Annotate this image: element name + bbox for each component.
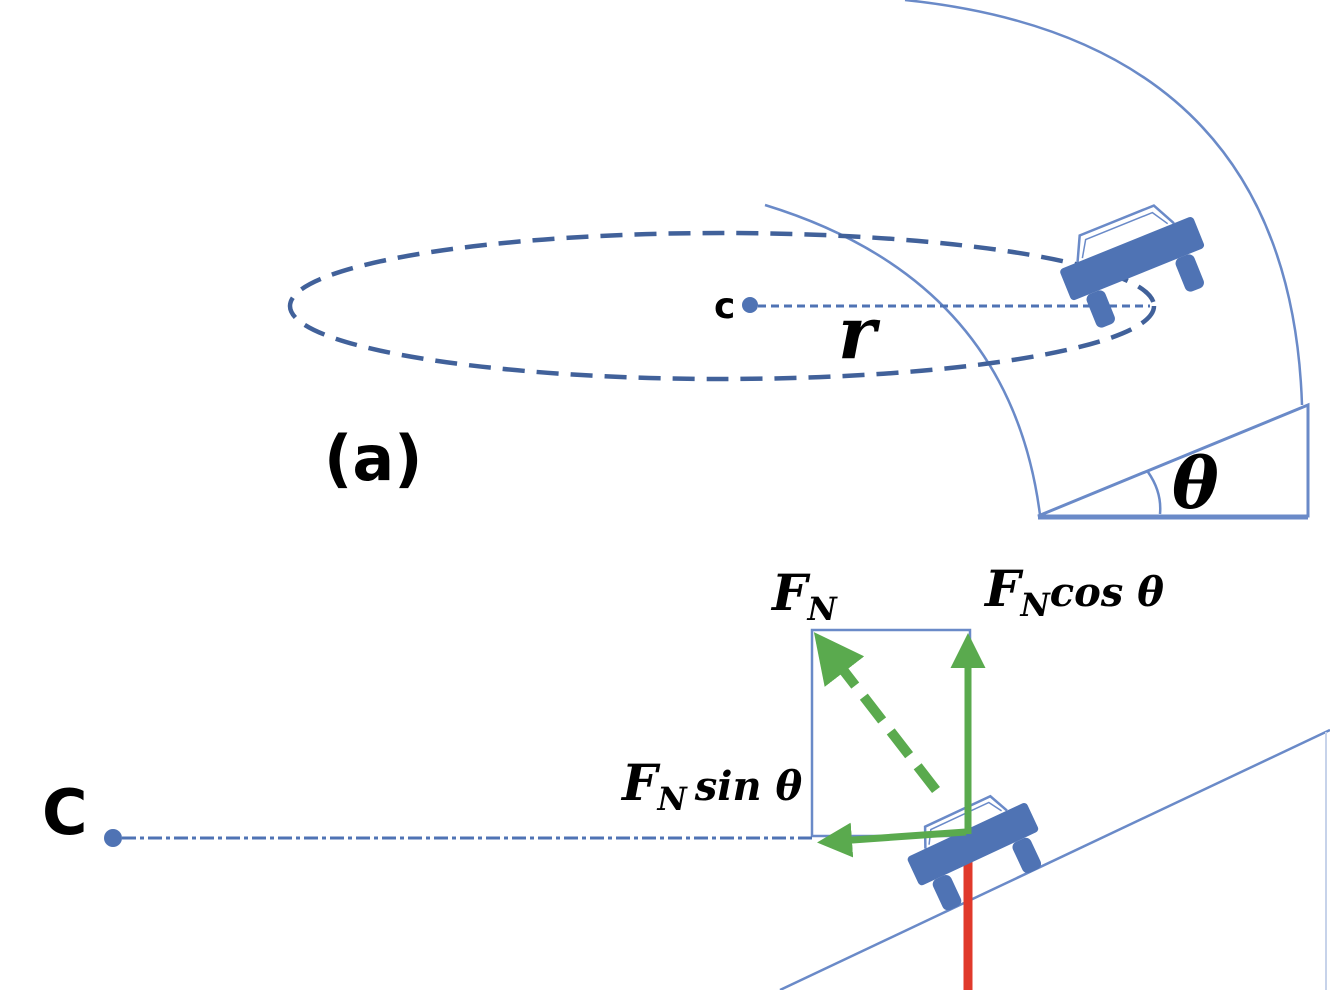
angle-label: θ [1172,442,1219,525]
normal-force-arrow [813,632,940,794]
horizontal-component-arrow [817,822,967,858]
panel-a: θ c r (a) [287,0,1310,525]
car-top-view [1060,204,1205,328]
center-label-b: C [42,776,88,849]
panel-a-label: (a) [324,422,423,495]
vertical-component-label: FNcos θ [983,559,1164,624]
normal-force-label: FN [770,563,839,628]
center-point [742,297,758,313]
inner-track-arc [764,203,1042,516]
center-point-b [104,829,122,847]
angle-arc [1146,471,1162,515]
car-side-view [907,794,1042,911]
radius-label: r [838,290,881,375]
banked-road [779,728,1330,990]
circular-path [287,230,1157,382]
outer-track-arc [904,0,1304,406]
center-label: c [714,286,735,327]
